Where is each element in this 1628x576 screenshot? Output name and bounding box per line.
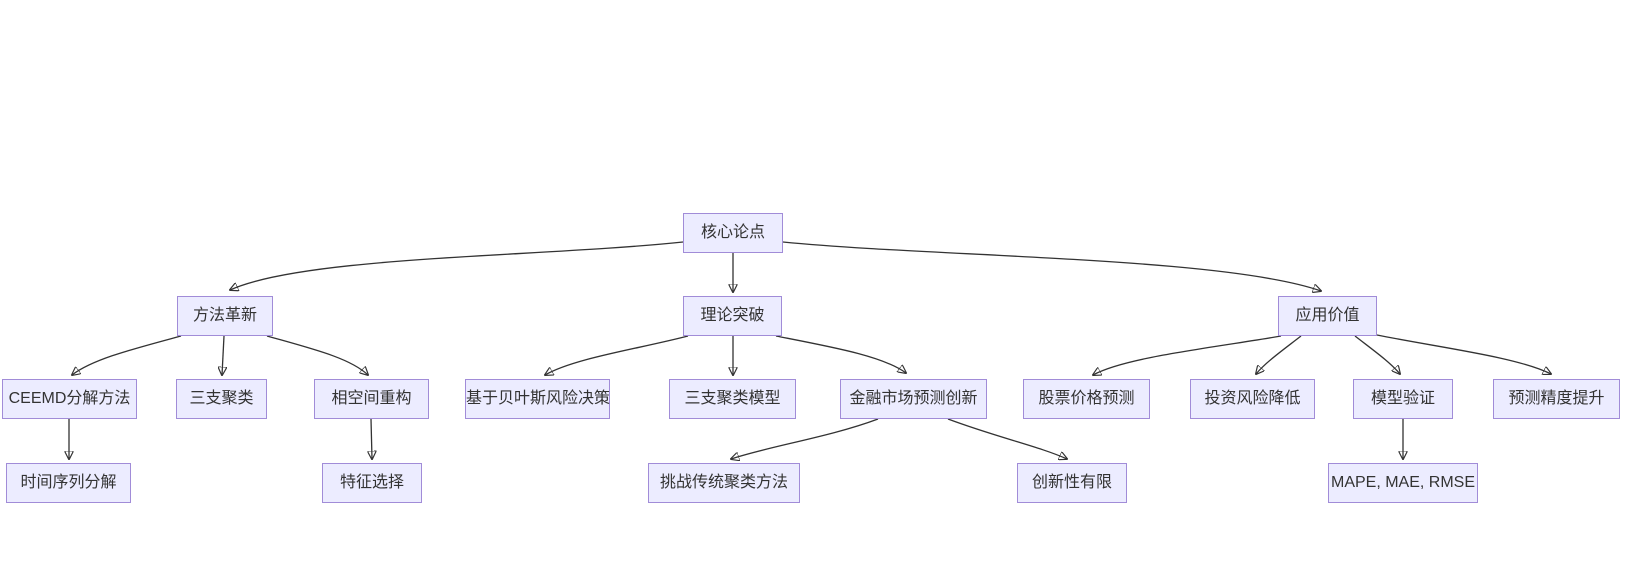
node-application-value: 应用价值 [1278,296,1377,336]
node-theory-breakthrough: 理论突破 [683,296,782,336]
node-feature-selection: 特征选择 [322,463,422,503]
node-investment-risk-reduction: 投资风险降低 [1190,379,1315,419]
edge-finance-limited [947,418,1067,459]
edge-phase-feature [371,418,372,459]
edge-value-stock [1093,335,1282,375]
node-financial-market-forecast-innovation: 金融市场预测创新 [840,379,987,419]
node-ceemd-decomposition: CEEMD分解方法 [2,379,137,419]
edge-finance-challenge [731,418,879,459]
edge-value-precision [1376,334,1551,374]
edge-theory-bayes [545,335,689,375]
edge-theory-finance [775,335,906,373]
edge-value-risk [1256,335,1302,374]
node-model-validation: 模型验证 [1353,379,1453,419]
node-limited-novelty: 创新性有限 [1017,463,1127,503]
node-method-innovation: 方法革新 [177,296,273,336]
node-challenge-traditional-clustering: 挑战传统聚类方法 [648,463,800,503]
node-three-way-clustering-model: 三支聚类模型 [669,379,796,419]
edge-core-method [230,241,684,290]
edge-value-model-val [1354,335,1400,374]
node-forecast-accuracy-improvement: 预测精度提升 [1493,379,1620,419]
node-error-metrics: MAPE, MAE, RMSE [1328,463,1478,503]
node-core-thesis: 核心论点 [683,213,783,253]
node-time-series-decomposition: 时间序列分解 [6,463,131,503]
node-bayesian-risk-decision: 基于贝叶斯风险决策 [465,379,610,419]
node-phase-space-reconstruction: 相空间重构 [314,379,429,419]
edge-method-three-cluster [222,335,224,375]
edge-method-phase [266,335,368,375]
edge-core-value [782,241,1321,291]
node-stock-price-prediction: 股票价格预测 [1023,379,1150,419]
edge-method-ceemd [72,335,182,375]
node-three-way-clustering: 三支聚类 [176,379,267,419]
